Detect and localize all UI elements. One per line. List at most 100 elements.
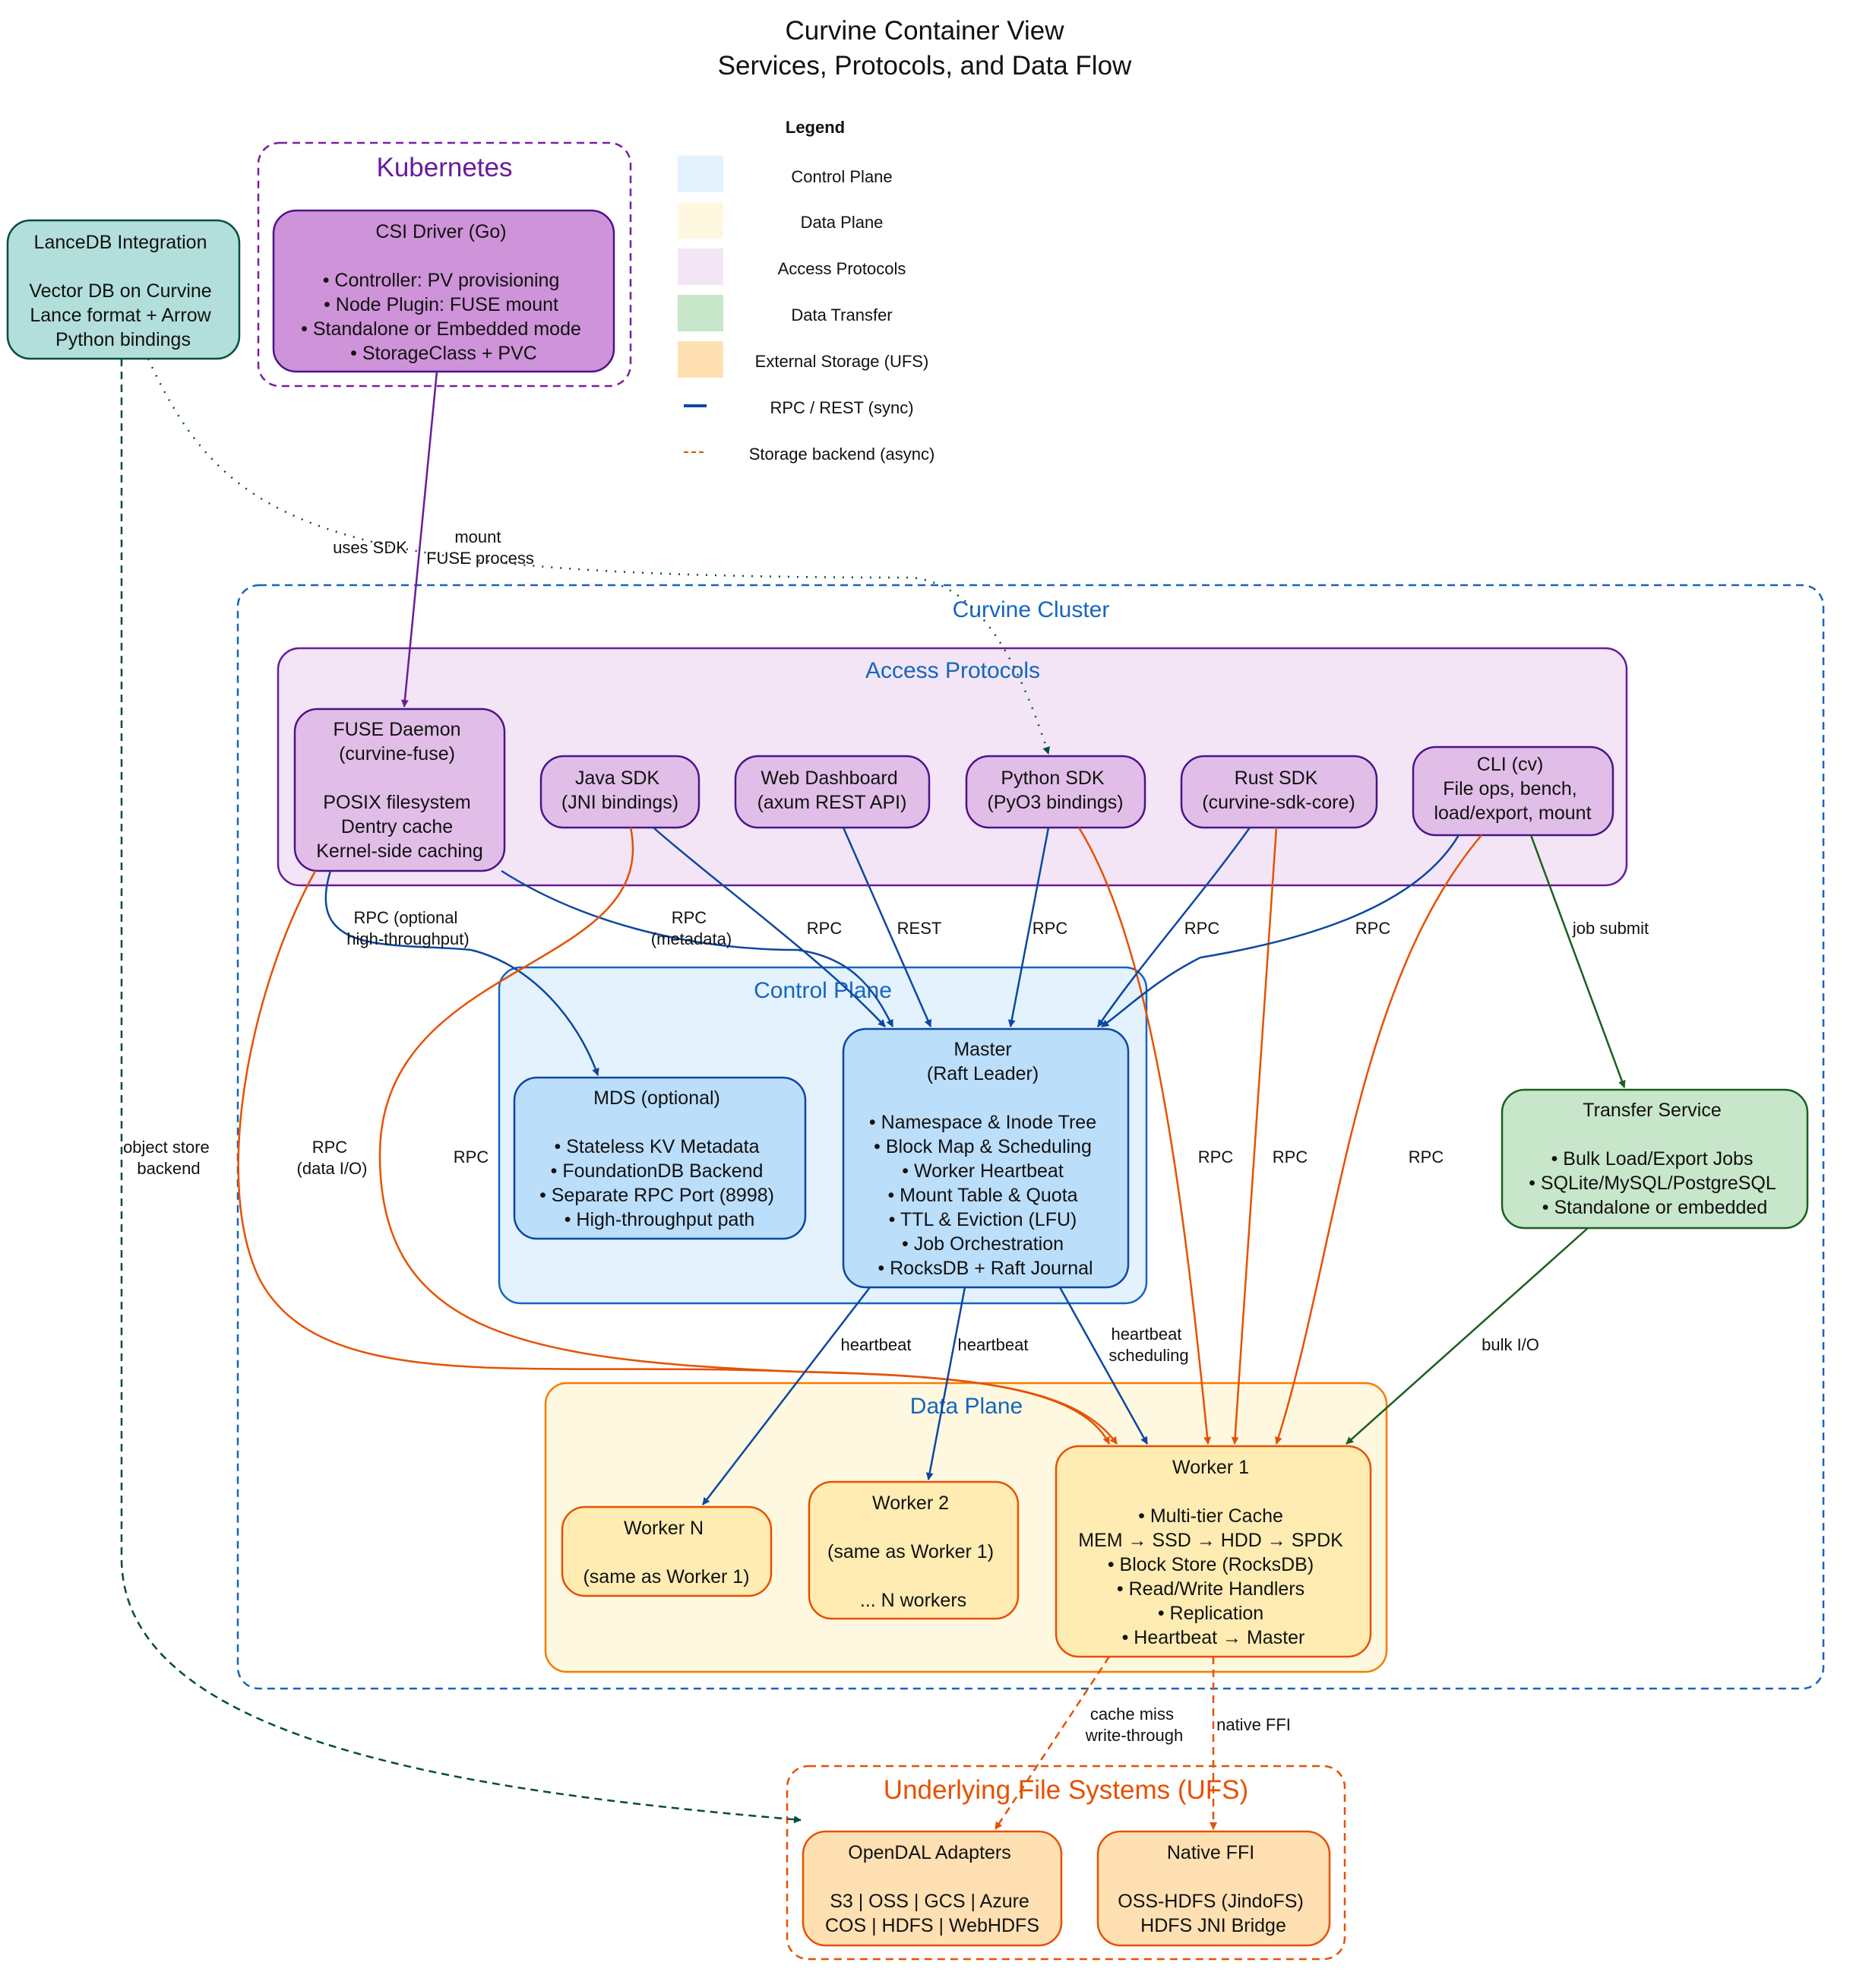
node-csi-text: CSI Driver (Go) • Controller: PV provisi… [301,221,587,364]
node-native-ffi: Native FFI OSS-HDFS (JindoFS) HDFS JNI B… [1096,1830,1331,1947]
label-csi-fuse: mount FUSE process [426,527,534,568]
label-fuse-master: RPC (metadata) [651,908,732,948]
node-lancedb: LanceDB Integration Vector DB on Curvine… [6,219,241,360]
legend-label-access-protocols: Access Protocols [778,259,906,278]
node-master: Master (Raft Leader) • Namespace & Inode… [842,1027,1130,1289]
node-cli: CLI (cv) File ops, bench, load/export, m… [1412,746,1614,837]
node-transfer-service: Transfer Service • Bulk Load/Export Jobs… [1501,1088,1809,1230]
edge-lance-ufs [120,359,802,1824]
legend-swatch-data-plane [678,202,723,239]
edge-cli-master [1101,834,1460,1028]
legend: Legend Control Plane Data Plane Access P… [678,118,934,464]
diagram-title: Curvine Container View Services, Protoco… [718,16,1132,81]
node-python-sdk: Python SDK (PyO3 bindings) [965,755,1146,829]
label-cache-miss: cache miss write-through [1085,1705,1183,1745]
label-lance-ufs: object store backend [123,1138,214,1178]
edge-cache-miss [994,1656,1111,1830]
edge-csi-fuse [400,371,438,708]
node-python-text: Python SDK (PyO3 bindings) [987,768,1123,813]
label-fuse-worker: RPC (data I/O) [297,1138,368,1178]
label-hb-worker-n: heartbeat [841,1335,912,1354]
edges [120,358,1626,1830]
node-lancedb-text: LanceDB Integration Vector DB on Curvine… [29,232,217,350]
legend-swatch-external-storage [678,341,723,378]
label-web-master: REST [897,919,942,938]
edge-fuse-mds [324,870,599,1076]
node-mds: MDS (optional) • Stateless KV Metadata •… [513,1076,807,1240]
legend-label-data-plane: Data Plane [801,213,884,232]
node-worker-n-text: Worker N (same as Worker 1) [583,1518,749,1588]
label-cli-master: RPC [1355,919,1391,938]
node-opendal-adapters: OpenDAL Adapters S3 | OSS | GCS | Azure … [802,1830,1063,1947]
label-java-master: RPC [807,919,843,938]
legend-label-storage: Storage backend (async) [749,445,935,464]
legend-title: Legend [786,118,845,137]
node-worker-n: Worker N (same as Worker 1) [561,1505,773,1597]
cluster-label-curvine: Curvine Cluster [953,597,1110,622]
label-fuse-mds: RPC (optional high-throughput) [346,908,469,948]
label-hb-worker-1: heartbeat scheduling [1108,1325,1188,1365]
node-cli-text: CLI (cv) File ops, bench, load/export, m… [1434,754,1591,824]
cluster-label-kubernetes: Kubernetes [376,153,512,182]
node-worker-2: Worker 2 (same as Worker 1) ... N worker… [808,1480,1020,1620]
cluster-label-control: Control Plane [754,978,892,1003]
legend-label-control-plane: Control Plane [791,167,892,186]
label-hb-worker-2: heartbeat [958,1335,1029,1354]
legend-swatch-access-protocols [678,248,723,285]
legend-label-data-transfer: Data Transfer [791,305,892,324]
edge-python-master [1007,827,1050,1027]
label-native-ffi: native FFI [1216,1715,1291,1734]
edge-lance-python [147,358,1050,755]
legend-swatch-control-plane [678,156,723,192]
node-web-text: Web Dashboard (axum REST API) [757,768,907,813]
edge-fuse-master [501,869,894,1027]
node-master-text: Master (Raft Leader) • Namespace & Inode… [869,1039,1102,1279]
edge-rust-master [1096,827,1251,1027]
node-mds-text: MDS (optional) • Stateless KV Metadata •… [539,1087,780,1230]
title-line-2: Services, Protocols, and Data Flow [718,51,1132,81]
label-bulk-io: bulk I/O [1482,1335,1539,1354]
label-rust-worker: RPC [1273,1148,1308,1167]
legend-label-rpc: RPC / REST (sync) [770,398,913,417]
edge-hb-worker-1 [1058,1287,1149,1445]
edge-hb-worker-n [702,1287,871,1505]
edge-rust-worker [1231,827,1278,1445]
cluster-label-data: Data Plane [910,1394,1023,1419]
node-fuse-text: FUSE Daemon (curvine-fuse) POSIX filesys… [316,719,483,862]
label-cli-worker: RPC [1409,1148,1444,1167]
node-java-text: Java SDK (JNI bindings) [561,768,678,813]
node-csi-driver: CSI Driver (Go) • Controller: PV provisi… [272,209,615,373]
edge-java-master [653,827,886,1027]
node-transfer-text: Transfer Service • Bulk Load/Export Jobs… [1529,1100,1781,1218]
node-rust-sdk: Rust SDK (curvine-sdk-core) [1180,755,1378,829]
title-line-1: Curvine Container View [785,16,1064,46]
edge-web-master [842,827,932,1027]
label-python-worker: RPC [1198,1148,1234,1167]
node-worker-2-text: Worker 2 (same as Worker 1) ... N worker… [827,1493,999,1611]
node-native-ffi-text: Native FFI OSS-HDFS (JindoFS) HDFS JNI B… [1118,1842,1308,1936]
label-cli-transfer: job submit [1572,919,1649,938]
cluster-label-access: Access Protocols [865,658,1040,683]
cluster-label-ufs: Underlying File Systems (UFS) [884,1775,1248,1805]
node-fuse-daemon: FUSE Daemon (curvine-fuse) POSIX filesys… [293,708,506,872]
node-worker-1-text: Worker 1 • Multi-tier Cache MEM → SSD → … [1078,1457,1349,1648]
edge-labels: mount FUSE process uses SDK object store… [123,527,1649,1745]
edge-cli-worker [1274,834,1482,1445]
edge-transfer-worker [1346,1227,1589,1445]
legend-swatch-data-transfer [678,295,723,331]
edge-python-worker [1077,827,1212,1445]
edge-hb-worker-2 [925,1287,966,1480]
node-web-dashboard: Web Dashboard (axum REST API) [734,755,931,829]
label-lance-python: uses SDK [333,538,407,557]
label-python-master: RPC [1033,919,1068,938]
node-opendal-text: OpenDAL Adapters S3 | OSS | GCS | Azure … [825,1842,1039,1936]
node-java-sdk: Java SDK (JNI bindings) [539,755,700,829]
label-rust-master: RPC [1184,919,1220,938]
cluster-curvine: Curvine Cluster [236,584,1825,1690]
node-rust-text: Rust SDK (curvine-sdk-core) [1202,768,1355,813]
legend-label-external-storage: External Storage (UFS) [755,352,929,371]
edge-java-worker [378,827,1111,1445]
edge-cli-transfer [1529,834,1626,1088]
cluster-kubernetes: Kubernetes [257,141,632,388]
